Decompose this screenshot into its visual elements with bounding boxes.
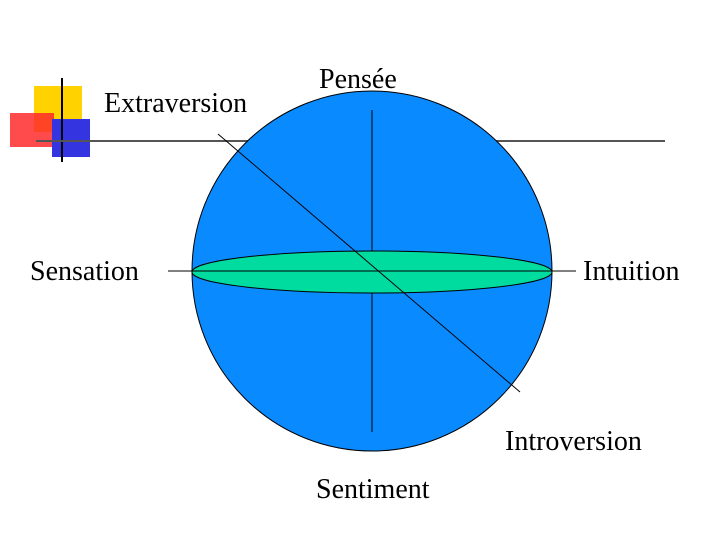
label-sentiment: Sentiment: [316, 474, 430, 505]
label-extraversion: Extraversion: [104, 88, 247, 119]
label-pensee: Pensée: [319, 64, 397, 95]
corner-decoration: [10, 78, 665, 162]
label-intuition: Intuition: [583, 256, 679, 287]
deco-blue-square: [52, 119, 90, 157]
extraversion-introversion-axis: [217, 133, 521, 393]
label-sensation: Sensation: [30, 256, 139, 287]
equator-ellipse: [191, 250, 553, 294]
label-introversion: Introversion: [505, 426, 642, 457]
